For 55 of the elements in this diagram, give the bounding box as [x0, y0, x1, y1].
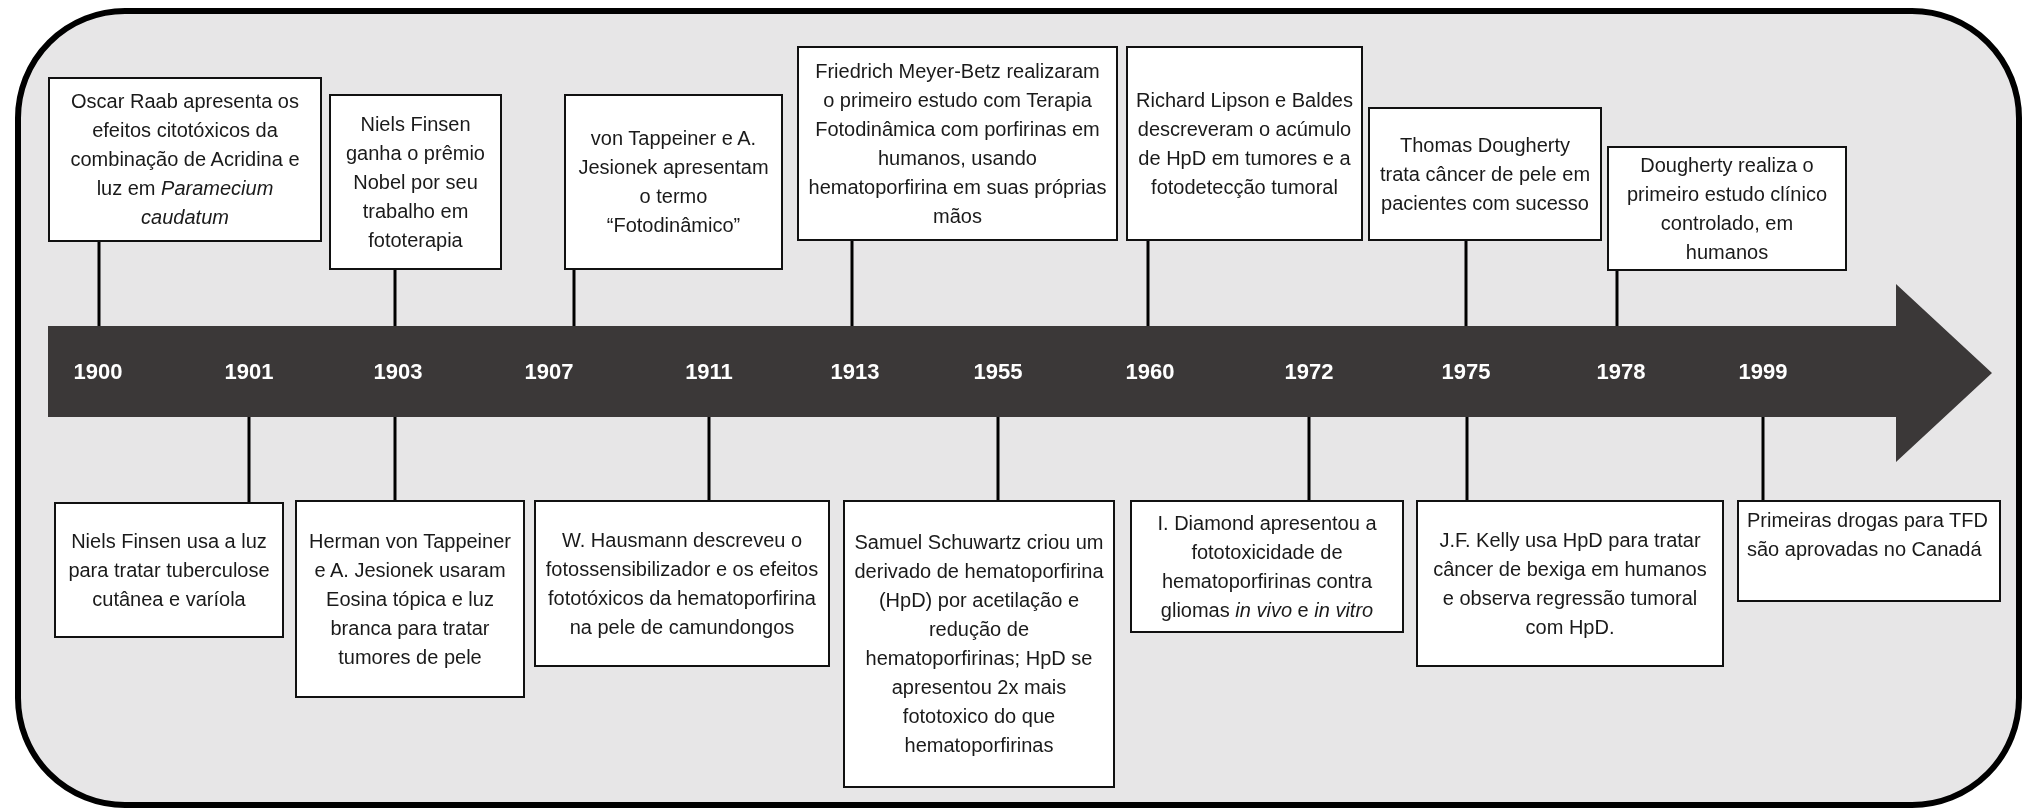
- year-label: 1999: [1715, 326, 1811, 417]
- connector-line: [247, 417, 251, 502]
- connector-line: [850, 241, 854, 326]
- event-text: Primeiras drogas para TFD são aprovadas no Canadá: [1747, 508, 1989, 562]
- event-box: [1130, 500, 1404, 633]
- event-text: Niels Finsen ganha o prêmio Nobel por seu trabalho em fototerapia: [345, 111, 486, 253]
- year-label: 1913: [807, 326, 903, 417]
- event-text: Friedrich Meyer-Betz realizaram o primeiro estudo com Terapia Fotodinâmica com porfirinas em humanos, usando hematoporfirina em suas próprias mãos: [807, 58, 1108, 229]
- event-box: [329, 94, 502, 270]
- event-text: Dougherty realiza o primeiro estudo clínico controlado, em humanos: [1625, 152, 1829, 265]
- year-label: 1907: [501, 326, 597, 417]
- connector-line: [1465, 417, 1469, 500]
- event-box: [1126, 46, 1363, 241]
- event-box: [564, 94, 783, 270]
- connector-line: [1464, 241, 1468, 326]
- event-text: Richard Lipson e Baldes descreveram o acúmulo de HpD em tumores e a fotodetecção tumoral: [1136, 87, 1353, 200]
- connector-line: [1615, 271, 1619, 326]
- event-box: [54, 502, 284, 638]
- event-box: [1737, 500, 2001, 602]
- event-text: W. Hausmann descreveu o fotossensibilizador e os efeitos fototóxicos da hematoporfirina na pele de camundongos: [544, 527, 820, 640]
- event-text: Herman von Tappeiner e A. Jesionek usaram Eosina tópica e luz branca para tratar tumores de pele: [308, 528, 512, 670]
- event-box: [1607, 146, 1847, 271]
- event-box: [1368, 107, 1602, 241]
- connector-line: [97, 242, 101, 326]
- event-box: [1416, 500, 1724, 667]
- connector-line: [1307, 417, 1311, 500]
- event-text: I. Diamond apresentou a fototoxicidade de hematoporfirinas contra gliomas in vivo e in vitro: [1156, 510, 1378, 623]
- event-box: [843, 500, 1115, 788]
- connector-line: [707, 417, 711, 500]
- connector-line: [393, 270, 397, 326]
- event-box: [534, 500, 830, 667]
- event-text: von Tappeiner e A. Jesionek apresentam o termo “Fotodinâmico”: [577, 126, 770, 238]
- event-text: Oscar Raab apresenta os efeitos citotóxicos da combinação de Acridina e luz em Paramecium caudatum: [69, 89, 301, 230]
- event-text: Niels Finsen usa a luz para tratar tuberculose cutânea e varíola: [67, 528, 271, 612]
- connector-line: [393, 417, 397, 500]
- year-label: 1955: [950, 326, 1046, 417]
- event-box: [797, 46, 1118, 241]
- connector-line: [1761, 417, 1765, 500]
- event-box: [48, 77, 322, 242]
- event-text: J.F. Kelly usa HpD para tratar câncer de bexiga em humanos e observa regressão tumoral com HpD.: [1432, 527, 1708, 640]
- year-label: 1960: [1102, 326, 1198, 417]
- year-label: 1978: [1573, 326, 1669, 417]
- year-label: 1903: [350, 326, 446, 417]
- event-text: Samuel Schuwartz criou um derivado de hematoporfirina (HpD) por acetilação e redução de hematoporfirinas; HpD se apresentou 2x mais fototoxico do que hematoporfirinas: [853, 530, 1105, 758]
- year-label: 1911: [661, 326, 757, 417]
- year-label: 1900: [50, 326, 146, 417]
- event-text: Thomas Dougherty trata câncer de pele em pacientes com sucesso: [1378, 132, 1592, 216]
- connector-line: [572, 270, 576, 326]
- connector-line: [1146, 241, 1150, 326]
- timeline-arrow: [48, 284, 1992, 462]
- connector-line: [996, 417, 1000, 500]
- year-label: 1975: [1418, 326, 1514, 417]
- event-box: [295, 500, 525, 698]
- year-label: 1972: [1261, 326, 1357, 417]
- year-label: 1901: [201, 326, 297, 417]
